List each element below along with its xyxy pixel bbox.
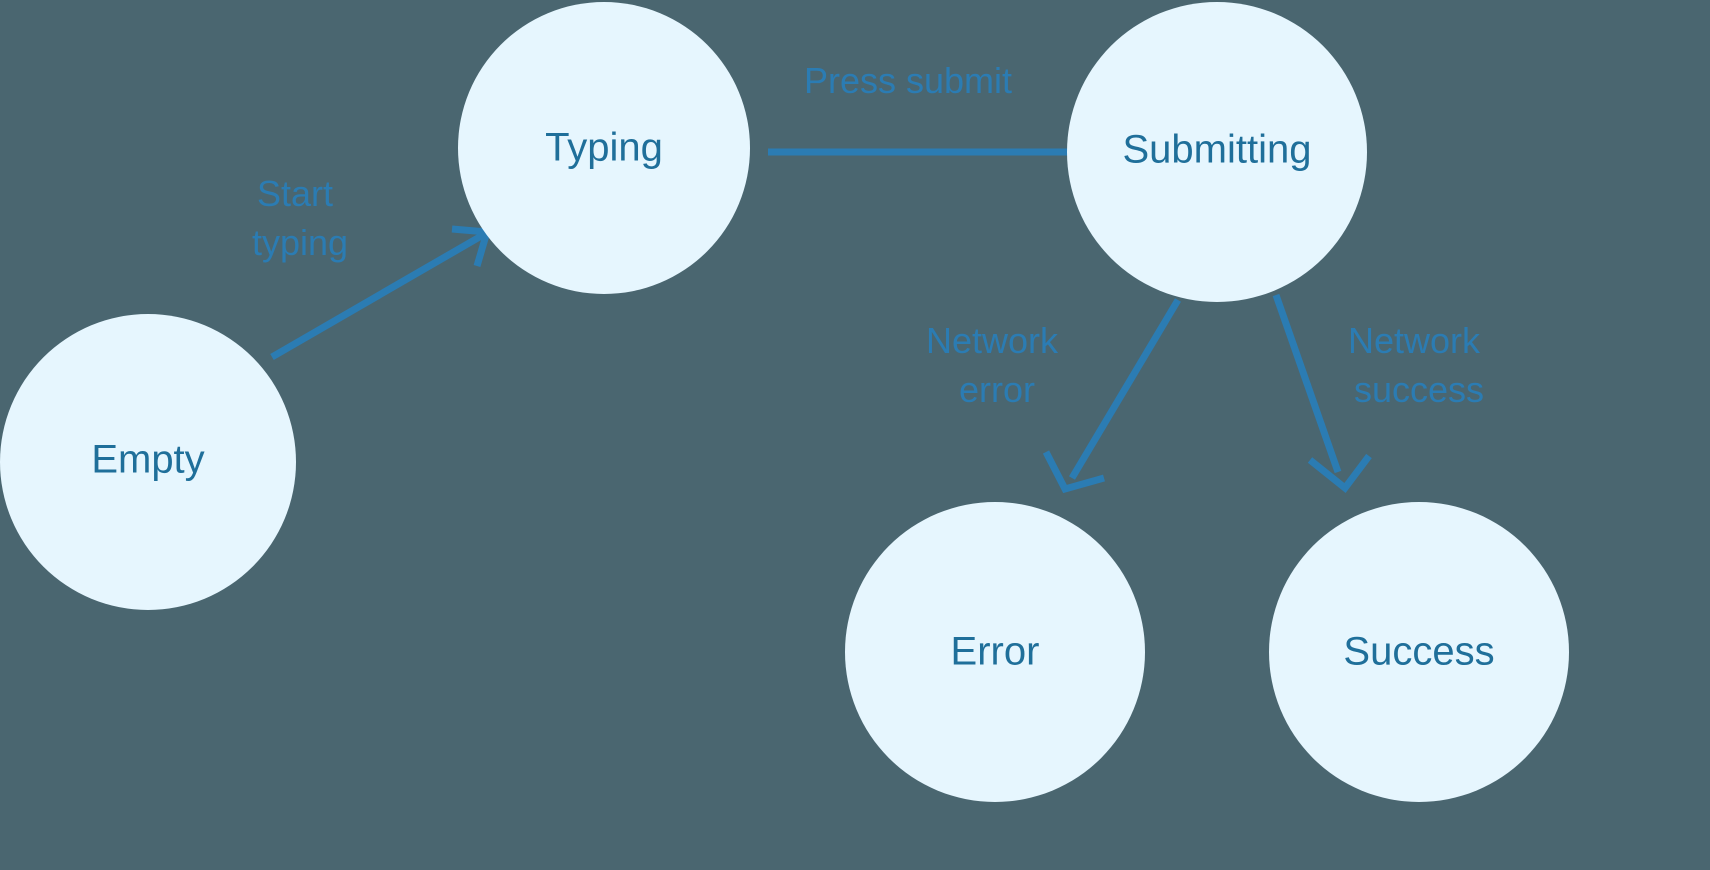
- state-node-empty[interactable]: Empty: [0, 314, 296, 610]
- state-label-typing: Typing: [545, 126, 663, 170]
- state-circle[interactable]: [1067, 2, 1367, 302]
- edge-label-press-submit: Press submit: [804, 60, 1012, 101]
- state-circle[interactable]: [845, 502, 1145, 802]
- state-circle[interactable]: [1269, 502, 1569, 802]
- state-node-error[interactable]: Error: [845, 502, 1145, 802]
- edge-label-line: typing: [252, 222, 348, 263]
- state-node-typing[interactable]: Typing: [458, 2, 750, 294]
- edge-label-network-success: Network success: [1348, 320, 1490, 410]
- state-label-submitting: Submitting: [1123, 128, 1312, 172]
- edge-label-line: success: [1354, 369, 1484, 410]
- state-label-empty: Empty: [91, 438, 204, 482]
- edge-submitting-to-error: Network error: [926, 298, 1182, 494]
- edge-line: [1068, 298, 1182, 480]
- edge-submitting-to-success: Network success: [1272, 293, 1490, 493]
- edge-label-line: Network: [1348, 320, 1481, 361]
- edge-label-start-typing: Start typing: [252, 173, 348, 263]
- edge-label-line: Start: [257, 173, 333, 214]
- edge-label-line: error: [959, 369, 1035, 410]
- edge-label-line: Press submit: [804, 60, 1012, 101]
- state-circle[interactable]: [458, 2, 750, 294]
- state-label-error: Error: [951, 630, 1040, 674]
- edge-label-line: Network: [926, 320, 1059, 361]
- edge-label-network-error: Network error: [926, 320, 1068, 410]
- state-label-success: Success: [1343, 630, 1494, 674]
- edge-line: [1272, 293, 1342, 474]
- state-circle[interactable]: [0, 314, 296, 610]
- edge-line: [270, 231, 485, 361]
- arrowhead-icon: [1042, 450, 1105, 494]
- state-node-submitting[interactable]: Submitting: [1067, 2, 1367, 302]
- state-node-success[interactable]: Success: [1269, 502, 1569, 802]
- arrowhead-icon: [1307, 453, 1372, 493]
